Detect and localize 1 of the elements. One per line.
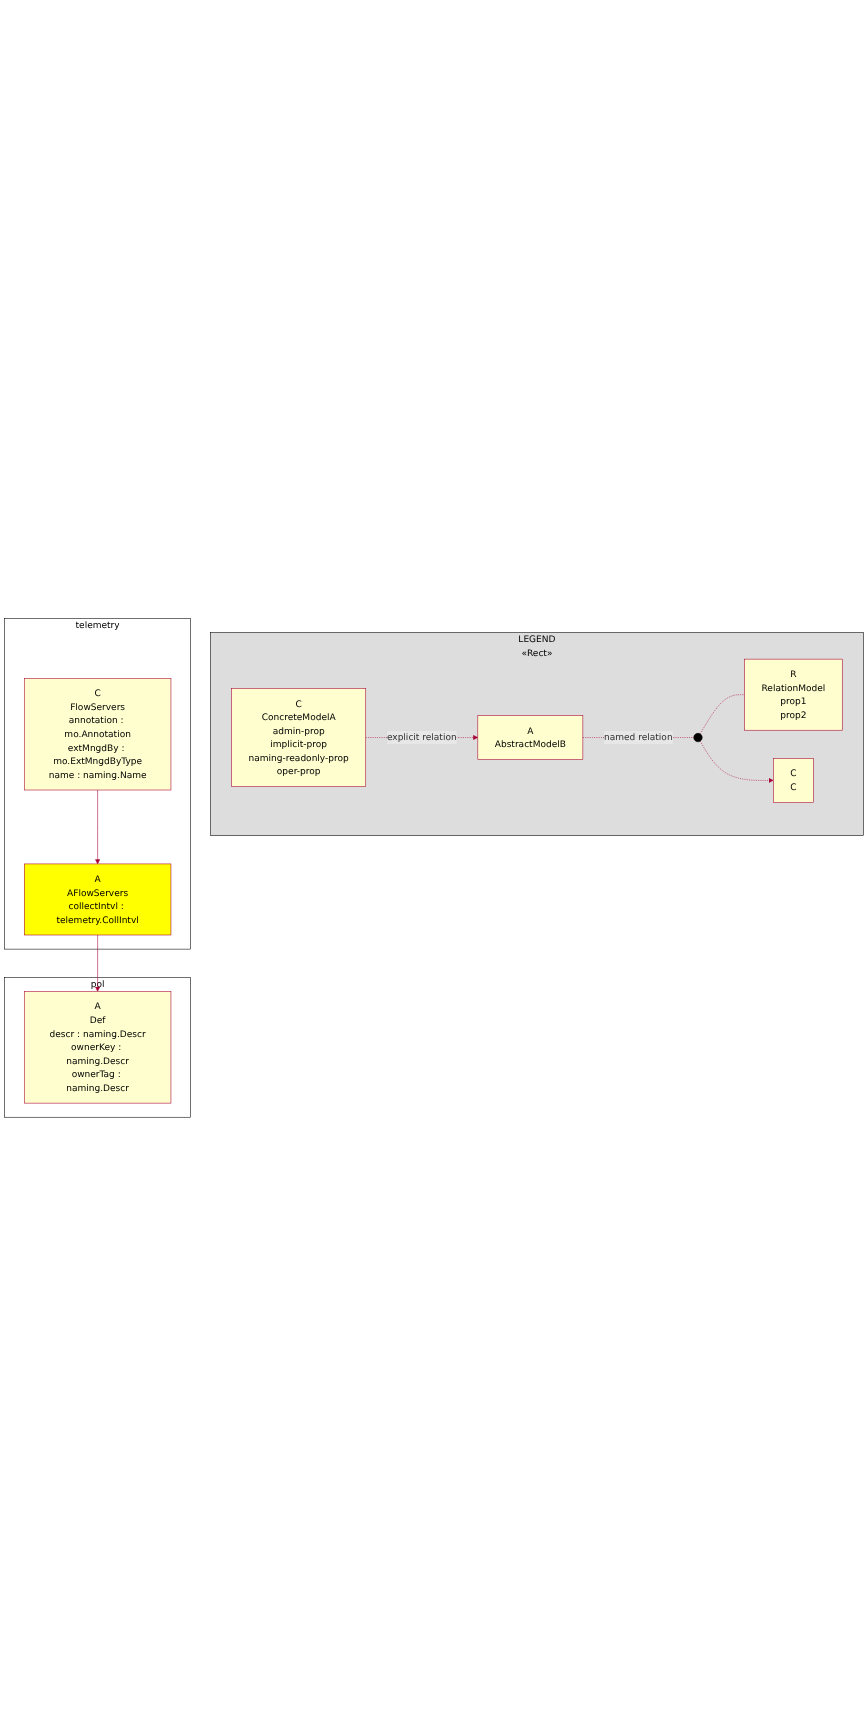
node-circle <box>693 733 703 743</box>
